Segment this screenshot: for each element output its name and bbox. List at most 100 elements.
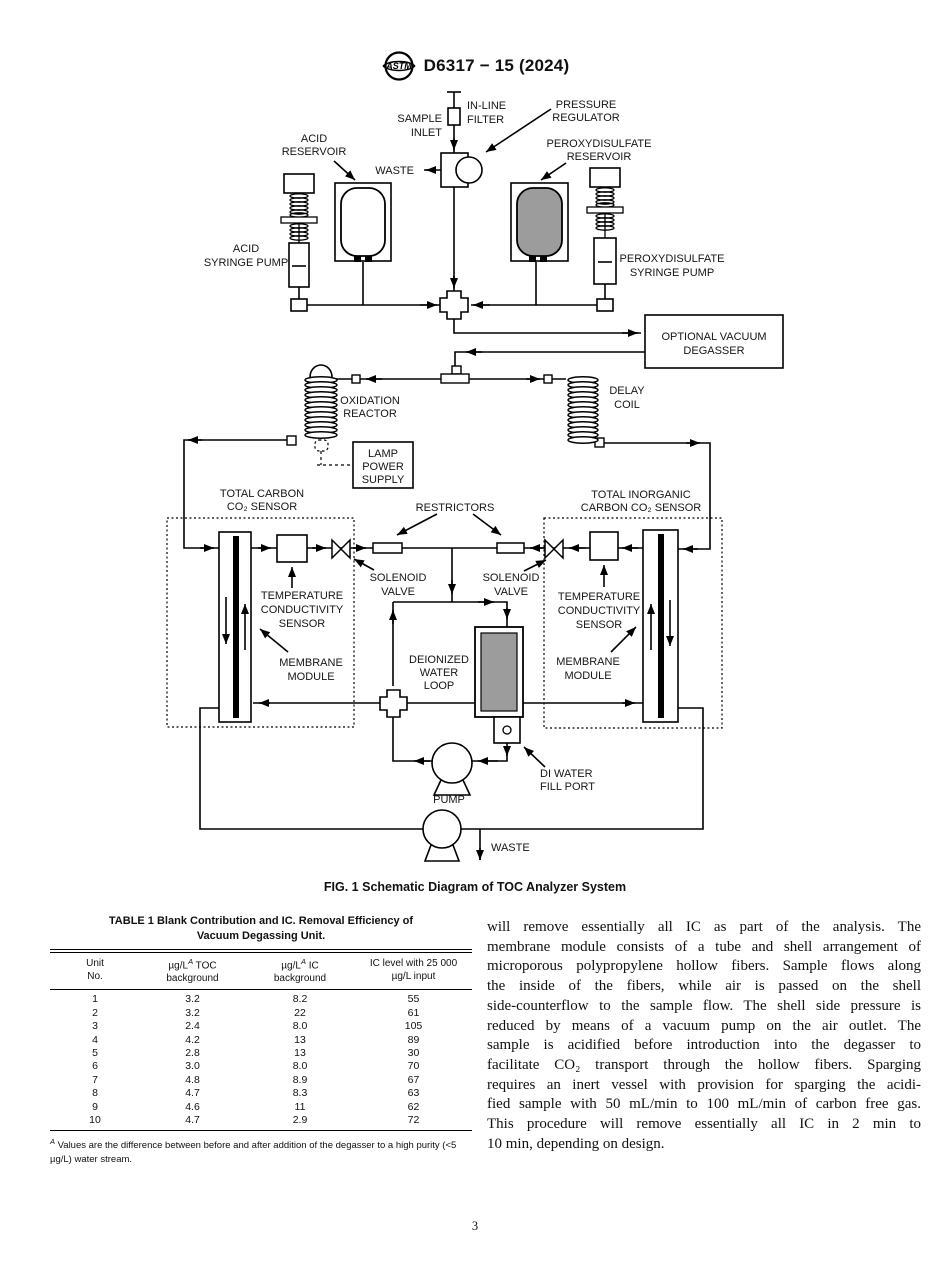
di-water-fill-port-icon: [493, 716, 521, 744]
svg-text:REGULATOR: REGULATOR: [552, 112, 619, 124]
astm-logo-text: ASTM: [385, 61, 412, 71]
restrictor-right-icon: [496, 542, 525, 554]
label-sample-inlet: SAMPLE: [397, 113, 442, 125]
body-text-column: will remove essentially all IC as part o…: [487, 918, 921, 1154]
reactor-outlet-fitting: [286, 435, 297, 446]
label-solenoid-valve-right: SOLENOID: [483, 572, 540, 584]
label-membrane-left: MEMBRANE: [279, 657, 343, 669]
flow-arrows: [188, 108, 700, 860]
acid-reservoir-icon: [334, 182, 392, 262]
svg-text:FILL PORT: FILL PORT: [540, 781, 595, 793]
body-line: facilitate CO₂ transport through the hol…: [487, 1056, 921, 1073]
total-inorganic-sensor-enclosure: [543, 517, 723, 729]
membrane-module-right-icon: [642, 529, 679, 723]
di-loop-cross-fitting: [379, 689, 408, 718]
label-total-carbon-sensor: TOTAL CARBON: [220, 488, 304, 500]
total-carbon-sensor-enclosure: [166, 517, 355, 728]
label-pump: PUMP: [433, 794, 465, 806]
body-line: requires an inert vessel with provision …: [487, 1076, 921, 1093]
body-line: fied sample with 50 mL/min to 100 mL/min…: [487, 1096, 921, 1113]
svg-text:FILTER: FILTER: [467, 114, 504, 126]
svg-text:CO₂ SENSOR: CO₂ SENSOR: [227, 501, 297, 513]
label-pressure-regulator: PRESSURE: [556, 99, 617, 111]
label-delay-coil: DELAY: [609, 385, 645, 397]
svg-text:CONDUCTIVITY: CONDUCTIVITY: [261, 604, 344, 616]
body-line: the inside of the fibers, while air is p…: [487, 978, 921, 995]
label-restrictors: RESTRICTORS: [416, 502, 495, 514]
svg-text:POWER: POWER: [362, 461, 404, 473]
inline-filter-icon: [447, 107, 461, 126]
svg-text:DEGASSER: DEGASSER: [683, 345, 744, 357]
solenoid-valve-left-icon: [331, 538, 351, 560]
body-line: side-counterflow to the sample flow. The…: [487, 997, 921, 1014]
svg-text:CARBON CO₂ SENSOR: CARBON CO₂ SENSOR: [581, 502, 701, 514]
body-line: will remove essentially all IC as part o…: [487, 919, 921, 935]
svg-text:CONDUCTIVITY: CONDUCTIVITY: [558, 605, 641, 617]
svg-text:SENSOR: SENSOR: [279, 618, 326, 630]
table-bottom-rule: [50, 1130, 472, 1133]
label-acid-syringe-pump: ACID: [233, 243, 259, 255]
page-number: 3: [471, 1219, 479, 1233]
label-deionized-water-loop: DEIONIZED: [409, 654, 469, 666]
table-footnote: A Values are the difference between befo…: [50, 1137, 457, 1165]
tee-fitting: [440, 365, 470, 384]
label-peroxydisulfate-reservoir: PEROXYDISULFATE: [547, 138, 652, 150]
peroxydisulfate-syringe-pump-icon: [586, 167, 624, 312]
table-title: TABLE 1 Blank Contribution and IC. Remov…: [108, 915, 414, 942]
mixing-cross-fitting: [439, 290, 469, 320]
astm-logo: ASTM: [382, 51, 416, 81]
body-line: microporous polypropylene hollow fibers.…: [487, 958, 921, 975]
svg-text:SENSOR: SENSOR: [576, 619, 623, 631]
svg-text:COIL: COIL: [614, 399, 640, 411]
label-membrane-right: MEMBRANE: [556, 656, 620, 668]
temp-conductivity-sensor-right-icon: [589, 531, 619, 561]
acid-syringe-pump-icon: [280, 173, 318, 312]
svg-text:RESERVOIR: RESERVOIR: [567, 151, 632, 163]
uv-lamp-icon: [314, 439, 353, 466]
peroxydisulfate-reservoir-icon: [510, 182, 569, 262]
temp-conductivity-sensor-left-icon: [276, 534, 308, 563]
col-header-ic-background: µg/LA IC background: [245, 953, 355, 991]
body-line: 10 min, depending on design.: [487, 1135, 665, 1152]
label-optional-vacuum-degasser: OPTIONAL VACUUM: [661, 331, 766, 343]
solenoid-valve-right-icon: [544, 538, 564, 560]
body-line: sample is acidified before introduction …: [487, 1037, 921, 1054]
toc-analyzer-schematic: SAMPLE INLET IN-LINE FILTER PRESSURE REG…: [166, 91, 784, 862]
table-1: TABLE 1 Blank Contribution and IC. Remov…: [50, 914, 472, 1166]
body-line: reduced by means of a vacuum pump on the…: [487, 1017, 921, 1034]
svg-text:VALVE: VALVE: [494, 586, 528, 598]
membrane-module-left-icon: [218, 531, 252, 723]
svg-text:VALVE: VALVE: [381, 586, 415, 598]
label-solenoid-valve-left: SOLENOID: [370, 572, 427, 584]
label-oxidation-reactor: OXIDATION: [340, 395, 400, 407]
col-header-toc-background: µg/LA TOC background: [140, 953, 245, 991]
waste-pump-icon: [422, 809, 462, 862]
label-temp-cond-right: TEMPERATURE: [558, 591, 640, 603]
lamp-power-supply-box: [352, 441, 414, 489]
pressure-regulator-icon: [440, 152, 483, 188]
vacuum-degasser-box: [644, 314, 784, 369]
reactor-inlet-fitting: [351, 374, 361, 384]
restrictor-left-icon: [372, 542, 403, 554]
svg-text:WATER: WATER: [420, 667, 459, 679]
delay-coil-icon: [567, 376, 599, 444]
svg-text:SYRINGE PUMP: SYRINGE PUMP: [630, 267, 714, 279]
svg-text:RESERVOIR: RESERVOIR: [282, 146, 347, 158]
svg-text:REACTOR: REACTOR: [343, 408, 397, 420]
svg-text:SUPPLY: SUPPLY: [362, 474, 405, 486]
di-cartridge-icon: [474, 626, 524, 718]
svg-text:MODULE: MODULE: [287, 671, 334, 683]
label-inline-filter: IN-LINE: [467, 100, 506, 112]
label-waste-bottom: WASTE: [491, 842, 530, 854]
